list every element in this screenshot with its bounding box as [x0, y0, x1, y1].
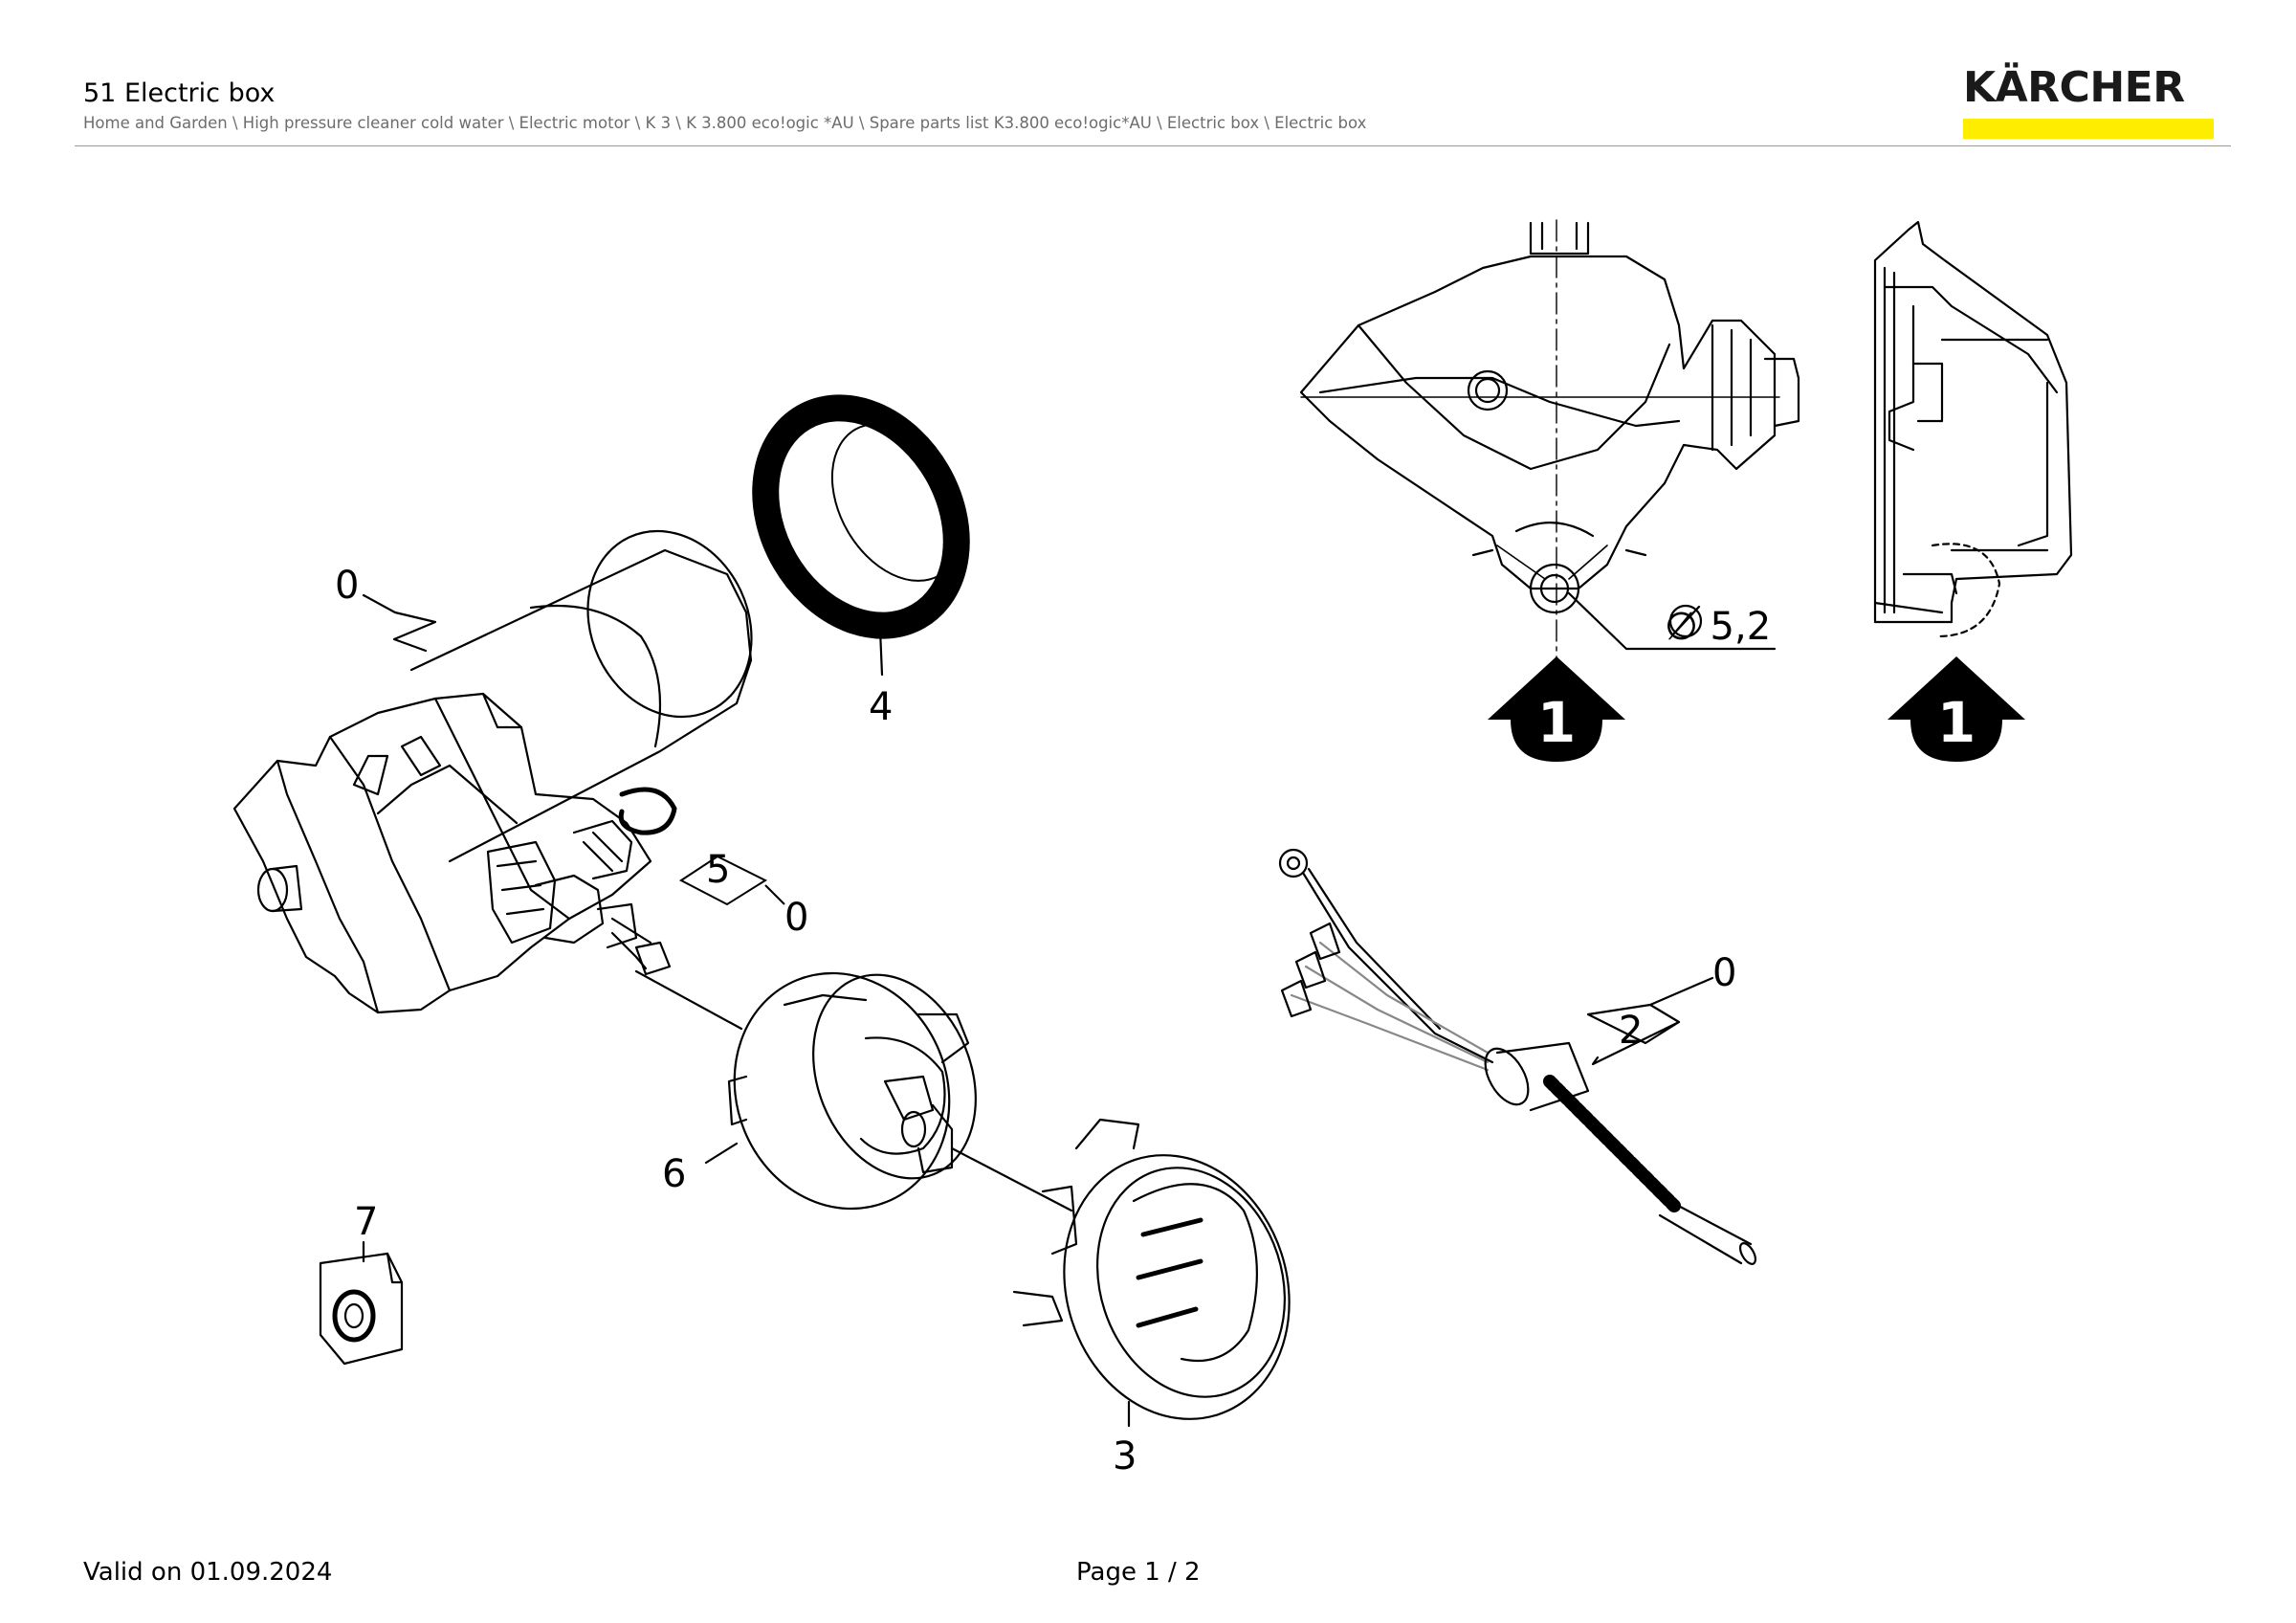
label-part-2: 2: [1619, 1009, 1643, 1053]
assembly-line-2: [950, 1146, 1073, 1212]
label-part-0-cable: 0: [1712, 951, 1736, 995]
page-number: Page 1 / 2: [1076, 1558, 1201, 1587]
callout-label-1: 1: [1537, 690, 1576, 755]
dimension-label: ∅ 5,2: [1665, 605, 1771, 649]
part-6-bracket: [704, 971, 977, 1211]
label-part-0-seal: 0: [784, 896, 808, 940]
label-part-6: 6: [662, 1152, 686, 1196]
part-4-ring: [752, 394, 970, 677]
valid-date: Valid on 01.09.2024: [83, 1558, 333, 1587]
label-part-4: 4: [869, 685, 893, 729]
header-divider: [75, 145, 2231, 146]
callout-arrow-1-front: 1: [1488, 656, 1625, 762]
label-part-7: 7: [354, 1200, 378, 1244]
label-part-5-frame: [679, 855, 768, 906]
assembly-line-1: [634, 969, 743, 1031]
part-3-cover: [1012, 1118, 1291, 1428]
label-part-0-motor: 0: [335, 564, 359, 608]
callout-arrow-1-section: 1: [1888, 656, 2025, 762]
label-part-3: 3: [1113, 1434, 1137, 1478]
detail-view-front: [1299, 219, 1800, 709]
label-part-5: 5: [706, 848, 730, 892]
breadcrumb: Home and Garden \ High pressure cleaner …: [83, 114, 1367, 132]
motor-assembly-drawing: [232, 529, 753, 1014]
logo-wordmark: KÄRCHER: [1963, 63, 2185, 112]
detail-view-section: [1873, 220, 2073, 638]
page-title: 51 Electric box: [83, 78, 276, 108]
part-7-plate: [319, 1240, 404, 1366]
logo-yellow-bar: [1963, 119, 2214, 139]
callout-label-2: 1: [1937, 690, 1976, 755]
part-2-cable-harness: [1278, 848, 1757, 1265]
karcher-logo: KÄRCHER: [1963, 65, 2214, 139]
